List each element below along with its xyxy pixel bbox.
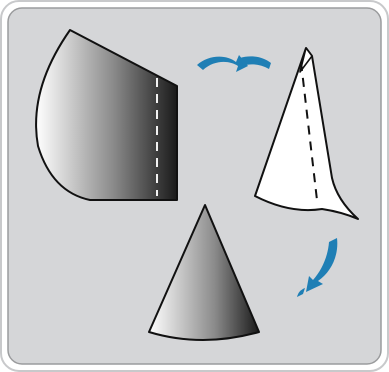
rolling-cone-seam <box>300 61 318 201</box>
curved-arrow-right-icon <box>197 55 271 72</box>
rolling-paper-cone-icon <box>254 47 359 220</box>
flat-sector-net-icon <box>35 29 178 201</box>
finished-cone-icon <box>148 204 260 341</box>
curved-arrow-down-icon <box>297 238 338 297</box>
